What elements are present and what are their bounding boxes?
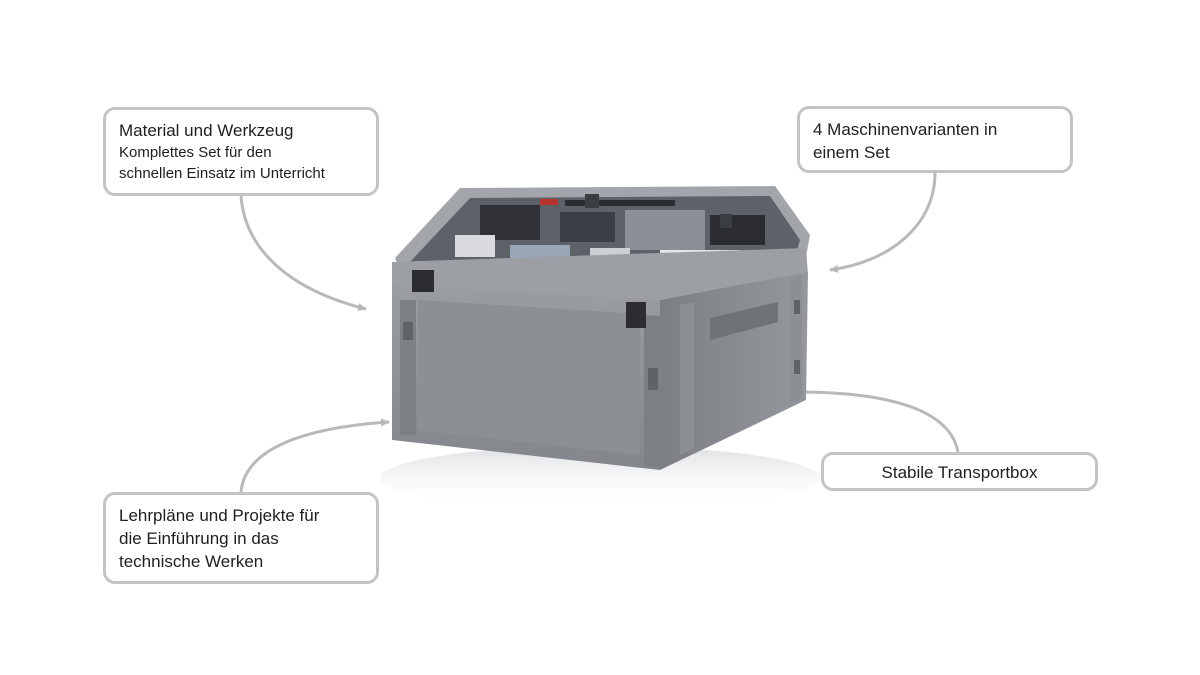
arrow-material <box>239 195 367 311</box>
callout-lehrplaene-line1: Lehrpläne und Projekte für <box>119 506 320 525</box>
clip-center <box>626 302 646 328</box>
callout-maschinen-line1: 4 Maschinenvarianten in <box>813 120 998 139</box>
callout-material-line3: schnellen Einsatz im Unterricht <box>119 165 325 182</box>
transport-box-image <box>380 186 820 510</box>
callout-material: Material und Werkzeug Komplettes Set für… <box>103 107 379 196</box>
callout-maschinen: 4 Maschinenvarianten in einem Set <box>797 106 1073 173</box>
callout-material-line2: Komplettes Set für den <box>119 144 272 161</box>
clip-left <box>412 270 434 292</box>
callout-material-title: Material und Werkzeug <box>119 121 294 140</box>
callout-lehrplaene: Lehrpläne und Projekte für die Einführun… <box>103 492 379 584</box>
arrow-transport <box>796 388 960 453</box>
callout-transport-line1: Stabile Transportbox <box>881 463 1038 482</box>
callout-lehrplaene-line3: technische Werken <box>119 552 264 571</box>
callout-transport: Stabile Transportbox <box>821 452 1098 491</box>
arrow-maschinen <box>829 172 937 273</box>
arrow-lehrplaene <box>239 418 390 493</box>
callout-lehrplaene-line2: die Einführung in das <box>119 529 279 548</box>
callout-maschinen-line2: einem Set <box>813 143 890 162</box>
